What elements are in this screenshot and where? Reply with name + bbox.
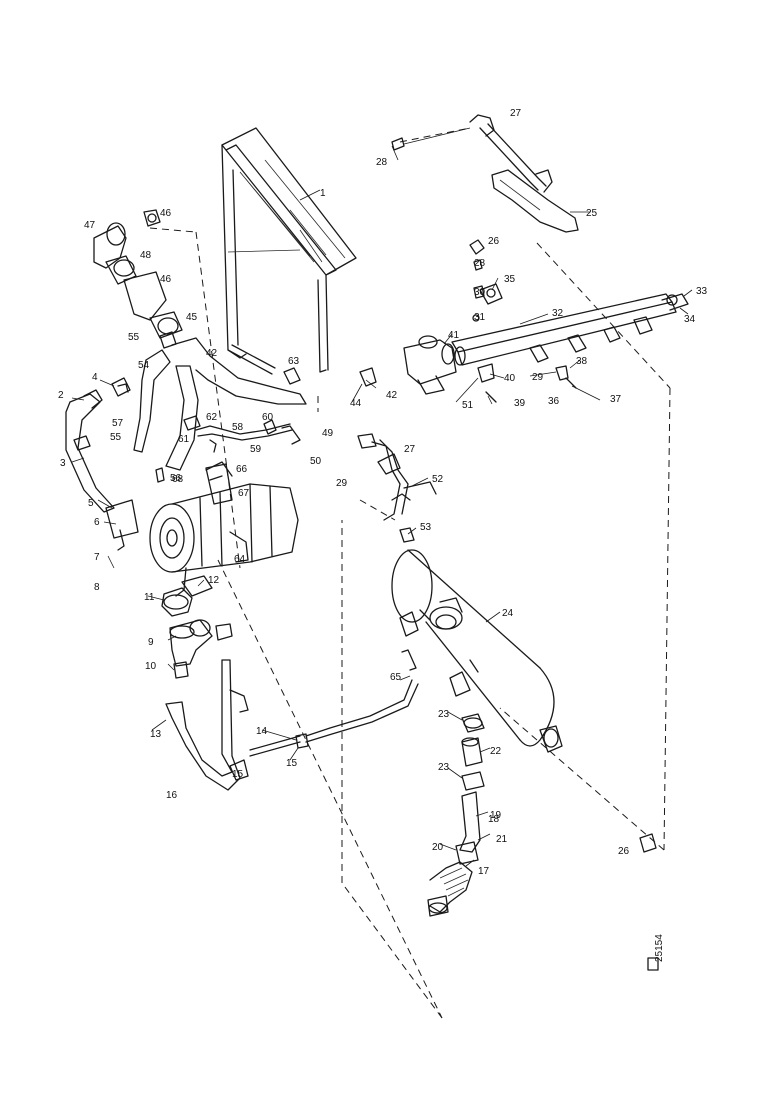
callout-c25: 25: [586, 208, 598, 219]
callout-c30: 30: [474, 287, 486, 298]
leader-lines: [71, 145, 693, 867]
callout-c26a: 26: [488, 236, 500, 247]
callout-c23b: 23: [438, 762, 450, 773]
callout-c6: 6: [94, 517, 100, 528]
left-hose-assembly: [65, 337, 307, 551]
callout-c27b: 27: [404, 444, 416, 455]
callout-c33: 33: [696, 286, 708, 297]
callout-c68: 68: [172, 474, 184, 485]
callout-c55b: 55: [110, 432, 122, 443]
callout-c63: 63: [288, 356, 300, 367]
callout-c58: 58: [232, 422, 244, 433]
callout-c21: 21: [496, 834, 508, 845]
callout-c61: 61: [178, 434, 190, 445]
callout-c60: 60: [262, 412, 274, 423]
compressor: [149, 463, 299, 597]
callout-c46a: 46: [160, 208, 172, 219]
callout-c55a: 55: [128, 332, 140, 343]
callout-c54: 54: [138, 360, 150, 371]
callout-c18: 18: [488, 814, 500, 825]
callout-c12: 12: [208, 575, 220, 586]
callout-c1: 1: [320, 188, 326, 199]
callout-c26b: 26: [618, 846, 630, 857]
callout-c9: 9: [148, 637, 154, 648]
callout-c42b: 42: [386, 390, 398, 401]
callout-c22: 22: [490, 746, 502, 757]
callout-c57: 57: [112, 418, 124, 429]
callout-c40: 40: [504, 373, 516, 384]
receiver-drier: [357, 433, 563, 753]
sensor-housing: [93, 209, 183, 349]
callout-c29a: 29: [532, 372, 544, 383]
callout-c52: 52: [432, 474, 444, 485]
callout-c15a: 15: [232, 769, 244, 780]
radiator-frame: [221, 127, 357, 375]
lower-pipe-assembly: [161, 575, 419, 791]
drawing-reference: 25154: [647, 934, 665, 971]
callout-c47: 47: [84, 220, 96, 231]
callout-c34: 34: [684, 314, 696, 325]
callout-c28a: 28: [376, 157, 388, 168]
callout-c13: 13: [150, 729, 162, 740]
callout-c38: 38: [576, 356, 588, 367]
callout-c17: 17: [478, 866, 490, 877]
callout-c37: 37: [610, 394, 622, 405]
callout-c62: 62: [206, 412, 218, 423]
callout-c20: 20: [432, 842, 444, 853]
callout-c46b: 46: [160, 274, 172, 285]
callout-c53: 53: [420, 522, 432, 533]
callout-c16: 16: [166, 790, 178, 801]
lower-center-pipes: [427, 713, 657, 917]
callout-c41: 41: [448, 330, 460, 341]
distribution-rail: [451, 239, 689, 366]
callout-c64: 64: [234, 554, 246, 565]
callout-c32: 32: [552, 308, 564, 319]
callout-c27a: 27: [510, 108, 522, 119]
callout-c50: 50: [310, 456, 322, 467]
callout-c8: 8: [94, 582, 100, 593]
callout-c44: 44: [350, 398, 362, 409]
callout-c14: 14: [256, 726, 268, 737]
callout-c51: 51: [462, 400, 474, 411]
reference-lines: [149, 127, 671, 1019]
drawing-reference-number: 25154: [654, 934, 665, 962]
callout-c56: 56: [170, 473, 182, 484]
callout-c19: 19: [490, 810, 502, 821]
callout-c67: 67: [238, 488, 250, 499]
upper-bracket-assembly: [391, 114, 579, 233]
callout-c49: 49: [322, 428, 334, 439]
callout-c45: 45: [186, 312, 198, 323]
callout-c15b: 15: [286, 758, 298, 769]
callout-c23a: 23: [438, 709, 450, 720]
callout-c65: 65: [390, 672, 402, 683]
callout-c3: 3: [60, 458, 66, 469]
valve-block: [359, 335, 601, 403]
small-refrigerant-lines: [155, 415, 301, 483]
callout-c36: 36: [548, 396, 560, 407]
callout-c7: 7: [94, 552, 100, 563]
callout-c28b: 28: [474, 258, 486, 269]
callout-c24: 24: [502, 608, 514, 619]
callout-c31: 31: [474, 312, 486, 323]
callout-c11: 11: [144, 592, 155, 603]
callout-c39: 39: [514, 398, 526, 409]
callout-c42a: 42: [206, 348, 218, 359]
callout-c10: 10: [145, 661, 157, 672]
callout-c59: 59: [250, 444, 262, 455]
callout-c5: 5: [88, 498, 94, 509]
callout-c4: 4: [92, 372, 98, 383]
callout-c29b: 29: [336, 478, 348, 489]
callout-c48: 48: [140, 250, 152, 261]
callout-c66: 66: [236, 464, 248, 475]
callout-c2: 2: [58, 390, 64, 401]
callout-c35: 35: [504, 274, 516, 285]
